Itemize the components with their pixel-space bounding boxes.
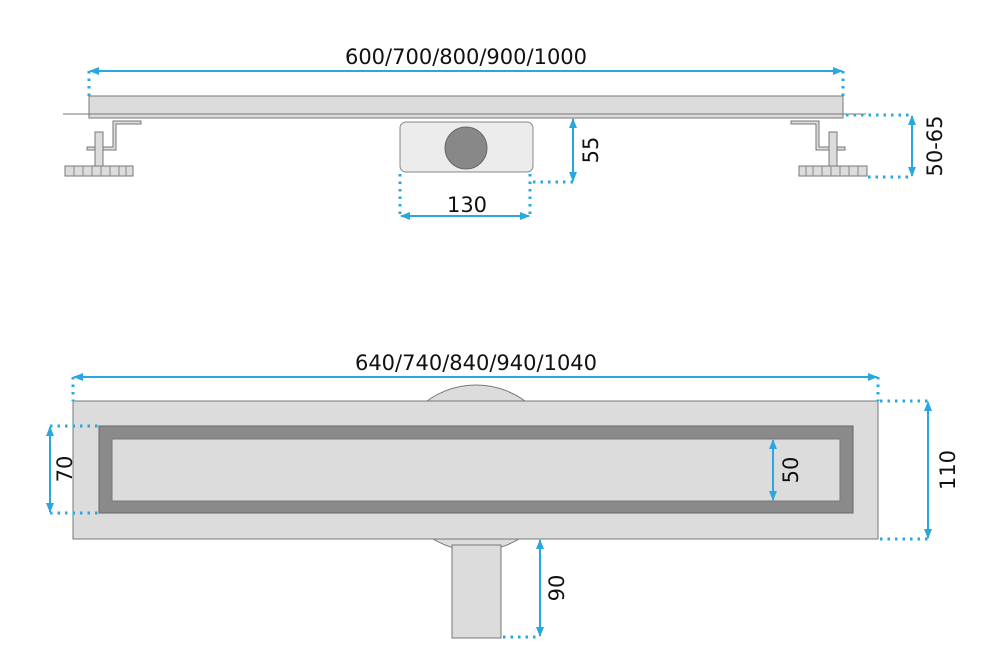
dimension-outlet-height: 55 — [533, 118, 603, 184]
outlet-height-label: 55 — [579, 137, 603, 164]
frame-width-label: 70 — [53, 456, 77, 483]
channel-body — [88, 95, 844, 115]
leg-height-label: 50-65 — [923, 115, 947, 176]
dimension-total-width: 110 — [880, 399, 960, 541]
dimension-pipe-length: 90 — [503, 539, 569, 639]
dimension-total-length: 640/740/840/940/1040 — [71, 351, 880, 401]
total-width-label: 110 — [936, 450, 960, 490]
dimension-frame-width: 70 — [46, 424, 99, 515]
outlet-hole — [444, 126, 488, 170]
dimension-length: 600/700/800/900/1000 — [87, 45, 845, 96]
grate-width-label: 50 — [779, 457, 803, 484]
leveling-leg-left — [64, 120, 142, 177]
top-view: 640/740/840/940/1040 110 70 50 90 — [46, 351, 960, 639]
length-label: 600/700/800/900/1000 — [345, 45, 587, 69]
leveling-leg-right — [790, 120, 868, 177]
outlet-width-label: 130 — [447, 193, 487, 217]
dimension-outlet-width: 130 — [398, 174, 532, 220]
dimension-grate-width: 50 — [769, 439, 803, 501]
channel-base — [88, 113, 844, 119]
grate — [111, 438, 841, 502]
total-length-label: 640/740/840/940/1040 — [355, 351, 597, 375]
side-view: 600/700/800/900/1000 55 130 50-65 — [63, 45, 947, 220]
pipe-length-label: 90 — [545, 575, 569, 602]
outlet-pipe — [451, 544, 502, 639]
dimension-leg-height: 50-65 — [846, 113, 947, 179]
